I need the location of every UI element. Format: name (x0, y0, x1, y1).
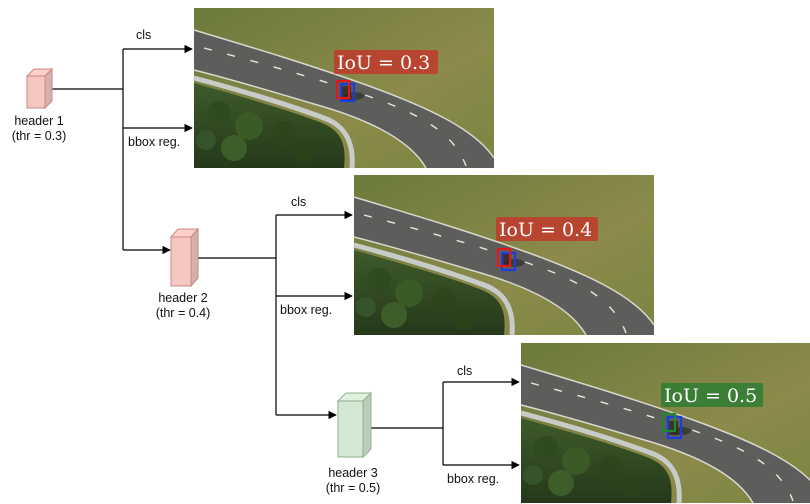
header-1-thr: (thr = 0.3) (12, 129, 67, 143)
iou-label-2: IoU = 0.4 (499, 219, 592, 241)
panel-2: IoU = 0.4 (354, 175, 654, 335)
header-1-connectors (52, 44, 193, 255)
header-1-block (25, 67, 54, 110)
header-3-connectors (371, 377, 520, 470)
header-2-block (169, 227, 200, 288)
iou-badge-3 (661, 383, 763, 407)
header-1-name: header 1 (14, 114, 63, 128)
bbox-label-1: bbox reg. (128, 135, 180, 149)
header-3-block (336, 391, 373, 459)
header-2-name: header 2 (158, 291, 207, 305)
pred-box-3 (661, 412, 677, 433)
gt-box-2 (500, 251, 517, 272)
header-3-name: header 3 (328, 466, 377, 480)
panel-1: IoU = 0.3 (194, 8, 494, 168)
gt-box-1 (339, 82, 356, 103)
panel-3: IoU = 0.5 (521, 343, 810, 503)
cls-label-1: cls (136, 28, 151, 42)
iou-badge-1 (334, 50, 438, 74)
bbox-label-2: bbox reg. (280, 303, 332, 317)
pred-box-2 (496, 247, 512, 268)
pred-box-1 (335, 79, 351, 100)
iou-label-1: IoU = 0.3 (337, 52, 430, 74)
header-3-thr: (thr = 0.5) (326, 481, 381, 495)
cls-label-3: cls (457, 364, 472, 378)
iou-badge-2 (496, 217, 598, 241)
header-2-connectors (198, 210, 353, 420)
cls-label-2: cls (291, 195, 306, 209)
header-2-thr: (thr = 0.4) (156, 306, 211, 320)
iou-label-3: IoU = 0.5 (664, 385, 757, 407)
bbox-label-3: bbox reg. (447, 472, 499, 486)
